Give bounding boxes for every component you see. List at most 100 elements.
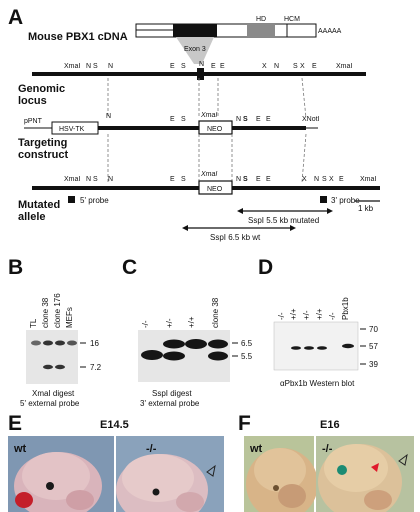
lane-label: +/+ (187, 316, 196, 328)
genomic-exon (197, 68, 204, 80)
ppnt-label: pPNT (24, 118, 43, 125)
wt-band-label: SspI 6.5 kb wt (210, 233, 261, 242)
genomic-site: N (108, 63, 113, 70)
stage-e: E14.5 (100, 419, 129, 431)
probe5-marker (68, 196, 75, 203)
probe3-marker (320, 196, 327, 203)
homology-connectors-lower (107, 133, 307, 183)
genomic-site: N (86, 63, 91, 70)
targeting-label-1: Targeting (18, 137, 67, 149)
panel-c-lanes: -/- +/- +/+ clone 38 (141, 297, 220, 328)
genomic-site: E (312, 63, 317, 70)
blot-d-bands (291, 343, 354, 350)
lane-label: +/+ (315, 308, 324, 320)
hsvtk-label: HSV-TK (59, 126, 85, 133)
mutated-sites: XmaI N S N E S XmaI N S E E X N S X E Xm… (64, 171, 376, 183)
caption-c-1: SspI digest (152, 389, 192, 398)
embryo-photo-f-mutant (316, 436, 414, 512)
mutated-site: E (256, 176, 261, 183)
label-e-wt: wt (13, 443, 27, 455)
lane-label: +/+ (289, 308, 298, 320)
red-arrowhead-f (371, 463, 379, 472)
arrowhead-f (398, 453, 408, 466)
genomic-sites: XmaI N S N E S N E E X N S X E XmaI (64, 61, 352, 70)
mutated-site: S (243, 176, 248, 183)
genomic-site: S (93, 63, 98, 70)
targeting-sites: N E S XmaI N S E E XNotI (106, 112, 320, 123)
mutated-neo-box (198, 180, 233, 195)
probe5-label: 5' probe (80, 196, 109, 205)
panel-d-lanes: -/- +/+ +/- +/+ -/- Pbx1b (277, 297, 350, 320)
exon3-label: Exon 3 (184, 46, 206, 53)
genomic-site: X (300, 63, 305, 70)
targeting-site: E (256, 116, 261, 123)
lane-label: +/- (302, 310, 311, 320)
cdna-label: Mouse PBX1 cDNA (28, 31, 128, 43)
blot-c-bands (141, 339, 228, 361)
panel-f-letter: F (238, 412, 251, 435)
marker-b: 7.2 (90, 363, 102, 372)
panel-a-letter: A (8, 6, 23, 29)
lane-label: -/- (328, 312, 337, 320)
cdna-exon3-block (173, 24, 217, 37)
mutated-band-arrowhead-right (327, 208, 333, 214)
scale-label: 1 kb (358, 204, 374, 213)
label-f-mutant: -/- (322, 443, 333, 455)
blot-b-bands (31, 340, 77, 370)
targeting-site: N (236, 116, 241, 123)
hd-label: HD (256, 16, 266, 23)
genomic-site: N (199, 61, 204, 68)
targeting-site: XNotI (302, 116, 320, 123)
genomic-site: XmaI (64, 63, 80, 70)
marker-b: 16 (90, 339, 99, 348)
mutated-label-2: allele (18, 211, 46, 223)
caption-c-2: 3' external probe (140, 399, 200, 408)
mutated-site: S (93, 176, 98, 183)
wt-band-arrowhead-right (290, 225, 296, 231)
genomic-site: N (274, 63, 279, 70)
lane-label: +/- (165, 318, 174, 328)
panel-b-lanes: TL clone 38 clone 176 MEFs (29, 293, 74, 328)
neo-label: NEO (207, 126, 223, 133)
lane-label: clone 176 (53, 293, 62, 328)
genomic-site: E (220, 63, 225, 70)
mutated-site: XmaI (360, 176, 376, 183)
targeting-site: XmaI (200, 112, 217, 119)
panel-d-letter: D (258, 256, 273, 279)
caption-b-1: XmaI digest (32, 389, 75, 398)
genomic-site: XmaI (336, 63, 352, 70)
mutated-site: E (339, 176, 344, 183)
marker-d: 57 (369, 342, 378, 351)
mutated-site: N (86, 176, 91, 183)
targeting-site: S (181, 116, 186, 123)
panel-e-letter: E (8, 412, 22, 435)
mutated-site: E (170, 176, 175, 183)
homology-connectors-upper (107, 77, 307, 119)
mutated-band-arrowhead-left (237, 208, 243, 214)
arrowhead-e (206, 464, 216, 477)
mutated-neo-label: NEO (207, 186, 223, 193)
panel-b-letter: B (8, 256, 23, 279)
stage-f: E16 (320, 419, 340, 431)
panel-c-letter: C (122, 256, 137, 279)
hcm-label: HCM (284, 16, 300, 23)
neo-box (198, 120, 233, 135)
mutated-site: N (314, 176, 319, 183)
genomic-site: E (211, 63, 216, 70)
genomic-site: S (181, 63, 186, 70)
caption-b-2: 5' external probe (20, 399, 80, 408)
targeting-site: E (170, 116, 175, 123)
genomic-site: S (293, 63, 298, 70)
cdna-hd-block (247, 24, 275, 37)
label-f-wt: wt (249, 443, 263, 455)
mutated-site: X (302, 176, 307, 183)
targeting-site: E (266, 116, 271, 123)
lane-label: Pbx1b (341, 297, 350, 320)
marker-d: 39 (369, 360, 378, 369)
mutated-site: S (181, 176, 186, 183)
marker-c: 6.5 (241, 339, 253, 348)
embryo-photo-f-wt (244, 436, 318, 512)
marker-d: 70 (369, 325, 378, 334)
mutated-site: E (266, 176, 271, 183)
